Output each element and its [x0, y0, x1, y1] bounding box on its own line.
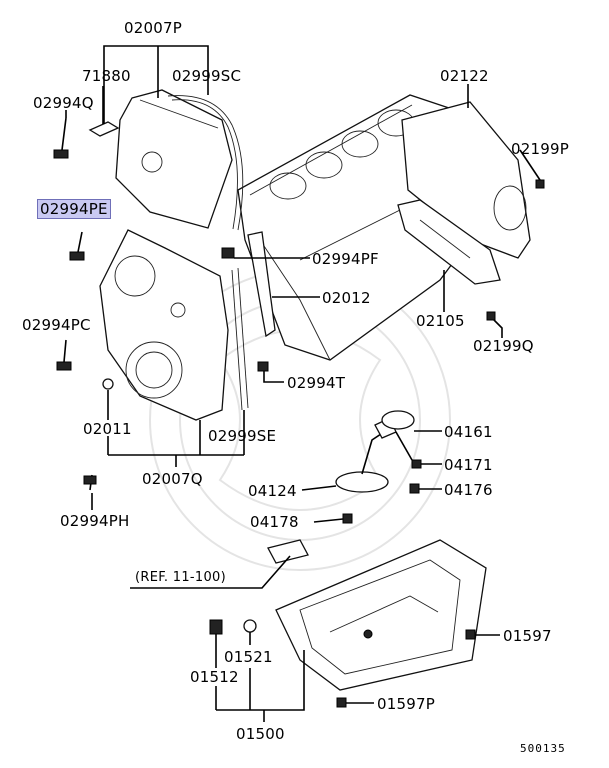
bolt-02199Q-icon — [486, 311, 496, 321]
label-02994T[interactable]: 02994T — [287, 374, 346, 392]
bolt-02994PC-icon — [56, 339, 72, 371]
label-02199P[interactable]: 02199P — [511, 140, 569, 158]
oil-pan — [275, 539, 487, 691]
gasket-02999SE — [231, 269, 243, 411]
label-02199Q[interactable]: 02199Q — [473, 337, 534, 355]
gasket-02999SC — [167, 95, 244, 231]
label-01521[interactable]: 01521 — [224, 648, 273, 666]
label-02012[interactable]: 02012 — [322, 289, 371, 307]
reference-11-100[interactable]: (REF. 11-100) — [135, 570, 226, 585]
label-02994PC[interactable]: 02994PC — [22, 316, 91, 334]
drain-plug-01512-icon — [209, 619, 223, 635]
label-02011[interactable]: 02011 — [83, 420, 132, 438]
bolt-04178-icon — [342, 513, 353, 524]
label-04171[interactable]: 04171 — [444, 456, 493, 474]
nut-04176-icon — [409, 483, 420, 494]
oil-pipe — [267, 539, 309, 564]
label-02994PF[interactable]: 02994PF — [312, 250, 379, 268]
bolt-02199P-icon — [535, 179, 545, 189]
label-01597[interactable]: 01597 — [503, 627, 552, 645]
label-01512[interactable]: 01512 — [190, 668, 239, 686]
label-02994Q[interactable]: 02994Q — [33, 94, 94, 112]
label-02999SC[interactable]: 02999SC — [172, 67, 242, 85]
bolt-02994Q-icon — [53, 117, 69, 159]
rear-plate — [397, 101, 531, 285]
diagram-code: 500135 — [520, 742, 566, 755]
bolt-01597-icon — [465, 629, 476, 640]
label-02999SE[interactable]: 02999SE — [208, 427, 277, 445]
label-02122[interactable]: 02122 — [440, 67, 489, 85]
label-04176[interactable]: 04176 — [444, 481, 493, 499]
leader-lines — [65, 45, 541, 722]
label-01500[interactable]: 01500 — [236, 725, 285, 743]
nut-04171-icon — [411, 459, 422, 469]
label-71880[interactable]: 71880 — [82, 67, 131, 85]
bolt-02994PH-icon — [83, 474, 97, 491]
label-02994PH[interactable]: 02994PH — [60, 512, 130, 530]
bolt-02994PF-icon — [221, 247, 235, 259]
lower-timing-cover — [99, 229, 229, 421]
oil-strainer — [335, 417, 397, 493]
label-04161[interactable]: 04161 — [444, 423, 493, 441]
nut-02011-icon — [102, 378, 114, 390]
label-02105[interactable]: 02105 — [416, 312, 465, 330]
label-04124[interactable]: 04124 — [248, 482, 297, 500]
washer-01521-icon — [243, 619, 257, 633]
label-04178[interactable]: 04178 — [250, 513, 299, 531]
label-plate-71880 — [88, 121, 120, 137]
gasket-04161 — [381, 410, 415, 430]
label-02994PE[interactable]: 02994PE — [37, 199, 111, 219]
label-02007P[interactable]: 02007P — [124, 19, 182, 37]
label-02007Q[interactable]: 02007Q — [142, 470, 203, 488]
label-01597P[interactable]: 01597P — [377, 695, 435, 713]
bolt-icons — [53, 117, 545, 708]
bolt-01597P-icon — [336, 697, 347, 708]
bolt-02994T-icon — [257, 361, 269, 372]
bolt-02994PE-icon — [69, 231, 85, 261]
